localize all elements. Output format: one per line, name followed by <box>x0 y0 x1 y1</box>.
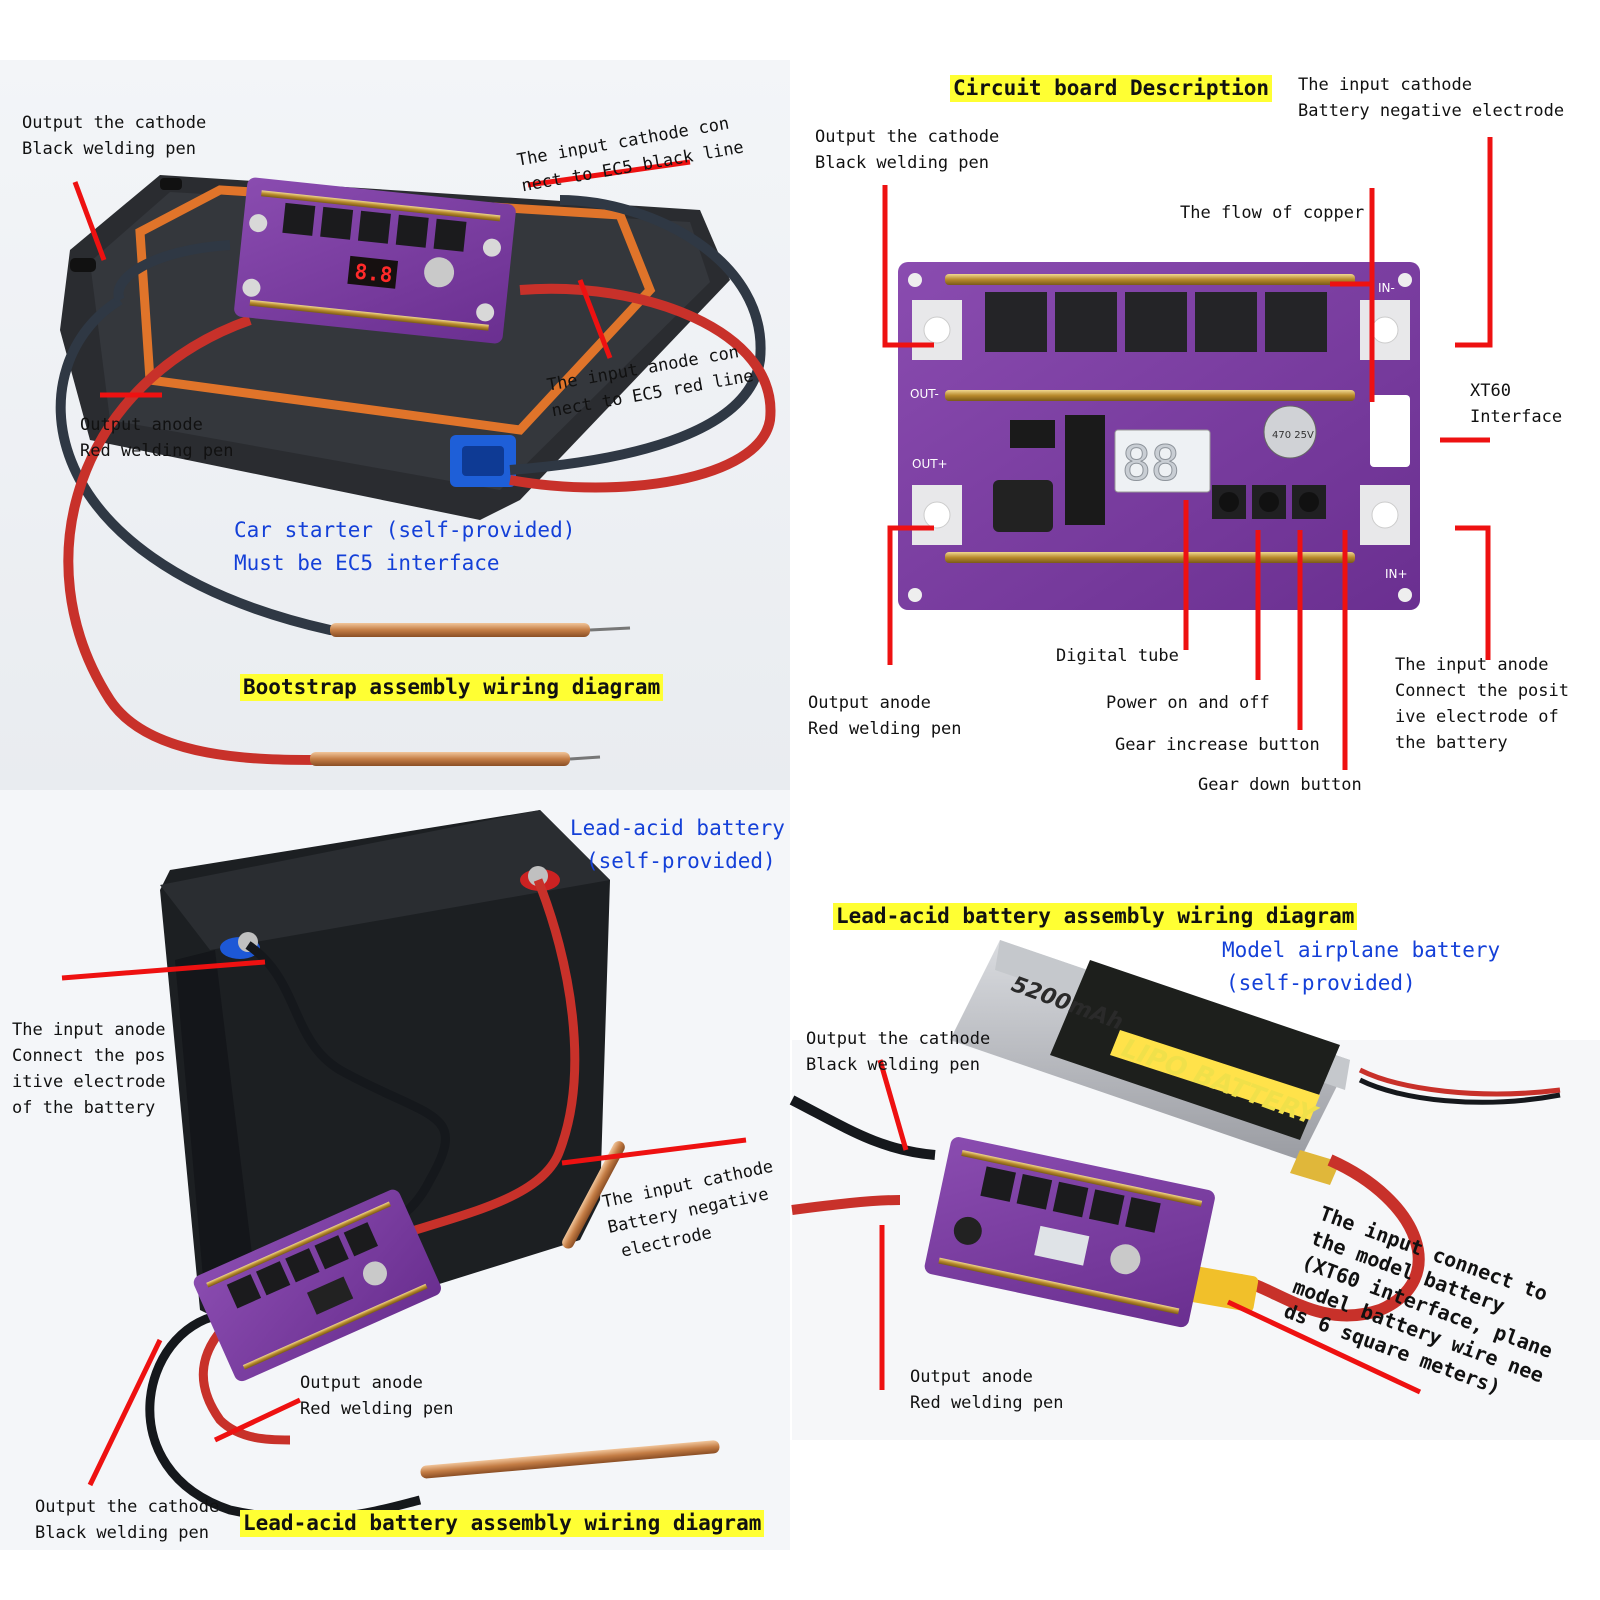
q4-diagram-title: Lead-acid battery assembly wiring diagra… <box>833 903 1358 930</box>
q1-source-note: Car starter (self-provided) Must be EC5 … <box>234 518 576 575</box>
q4-cables <box>789 1067 1561 1322</box>
q3-battery-note: Lead-acid battery (self-provided) <box>570 816 785 873</box>
q2-input-anode-label: The input anode Connect the posit ive el… <box>1395 655 1569 753</box>
q1-display-readout: 8.8 <box>353 260 393 288</box>
q2-output-anode-label: Output anode Red welding pen <box>808 693 962 739</box>
svg-text:IN-: IN- <box>1378 281 1395 295</box>
q4-lipo-battery: LIPO BATTERY 5200mAh <box>950 940 1350 1185</box>
q3-output-anode-label: Output anode Red welding pen <box>300 1373 454 1419</box>
q3-annotation-lines <box>61 959 747 1487</box>
q2-copper-flow-label: The flow of copper <box>1180 203 1365 223</box>
q1-cables <box>55 195 776 765</box>
q4-annotation-lines <box>877 1059 1422 1395</box>
q2-pcb-board: 88 470 25V OUT- OUT+ IN- IN+ <box>898 262 1420 610</box>
q2-buttons <box>1212 485 1326 519</box>
q3-pcb <box>193 1189 441 1382</box>
q1-output-cathode-label: Output the cathode Black welding pen <box>22 113 207 159</box>
q1-output-anode-label: Output anode Red welding pen <box>80 415 234 461</box>
q3-input-anode-label: The input anode Connect the pos itive el… <box>12 1020 166 1118</box>
q4-battery-note: Model airplane battery (self-provided) <box>1222 938 1501 995</box>
q2-capacitor: 470 25V <box>1263 405 1317 459</box>
q4-xt60-connector <box>1184 1265 1259 1312</box>
q4-output-cathode-label: Output the cathode Black welding pen <box>806 1029 991 1075</box>
q2-power-label: Power on and off <box>1106 693 1270 713</box>
svg-text:OUT-: OUT- <box>910 387 939 401</box>
q3-welding-pens <box>420 1141 720 1479</box>
q2-xt60-label: XT60 Interface <box>1470 381 1563 427</box>
svg-text:470 25V: 470 25V <box>1272 430 1314 441</box>
q1-annotation-lines <box>72 159 691 398</box>
svg-text:OUT+: OUT+ <box>912 457 948 471</box>
q3-diagram-title: Lead-acid battery assembly wiring diagra… <box>240 1510 765 1537</box>
q2-output-cathode-label: Output the cathode Black welding pen <box>815 127 1000 173</box>
q4-output-anode-label: Output anode Red welding pen <box>910 1367 1064 1413</box>
q2-input-cathode-label: The input cathode Battery negative elect… <box>1298 75 1565 121</box>
q2-digital-tube: 88 <box>1114 429 1211 493</box>
svg-text:IN+: IN+ <box>1385 567 1408 581</box>
q3-lead-acid-battery <box>160 810 610 1340</box>
q1-welding-pen-black <box>330 623 631 637</box>
q1-diagram-title: Bootstrap assembly wiring diagram <box>240 674 664 701</box>
q2-digital-tube-label: Digital tube <box>1056 646 1179 666</box>
q4-pcb <box>924 1137 1215 1328</box>
q1-welding-pen-red <box>310 752 601 766</box>
q2-annotation-lines <box>882 137 1493 770</box>
q2-diagram-title: Circuit board Description <box>950 75 1273 102</box>
q1-pcb: 8.8 <box>234 177 516 344</box>
q2-gear-up-label: Gear increase button <box>1115 735 1320 755</box>
svg-text:88: 88 <box>1122 436 1180 492</box>
q3-output-cathode-label: Output the cathode Black welding pen <box>35 1497 220 1543</box>
q2-mosfets <box>985 292 1327 352</box>
q2-gear-down-label: Gear down button <box>1198 775 1362 795</box>
